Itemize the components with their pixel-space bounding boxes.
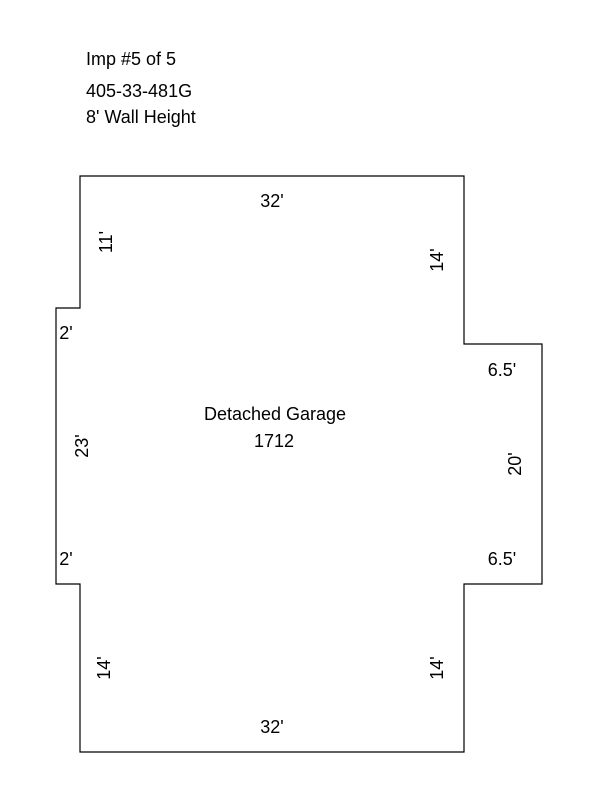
dim-left-middle: 23': [72, 434, 92, 457]
dim-bottom: 32': [260, 717, 283, 737]
dim-left-notch-top: 2': [59, 323, 72, 343]
wall-height-label: 8' Wall Height: [86, 107, 196, 127]
area-name: Detached Garage: [204, 404, 346, 424]
area-value: 1712: [254, 431, 294, 451]
dim-right-upper: 14': [427, 248, 447, 271]
parcel-number: 405-33-481G: [86, 81, 193, 101]
dim-left-notch-bottom: 2': [59, 549, 72, 569]
dim-top: 32': [260, 191, 283, 211]
improvement-label: Imp #5 of 5: [86, 49, 177, 69]
dim-left-upper: 11': [96, 231, 116, 253]
dim-right-lower: 14': [427, 656, 447, 679]
dim-right-middle: 20': [505, 452, 525, 475]
dim-left-lower: 14': [94, 656, 114, 679]
dim-right-notch-top: 6.5': [488, 360, 516, 380]
dim-right-notch-bottom: 6.5': [488, 549, 516, 569]
garage-outline: [55, 175, 543, 753]
